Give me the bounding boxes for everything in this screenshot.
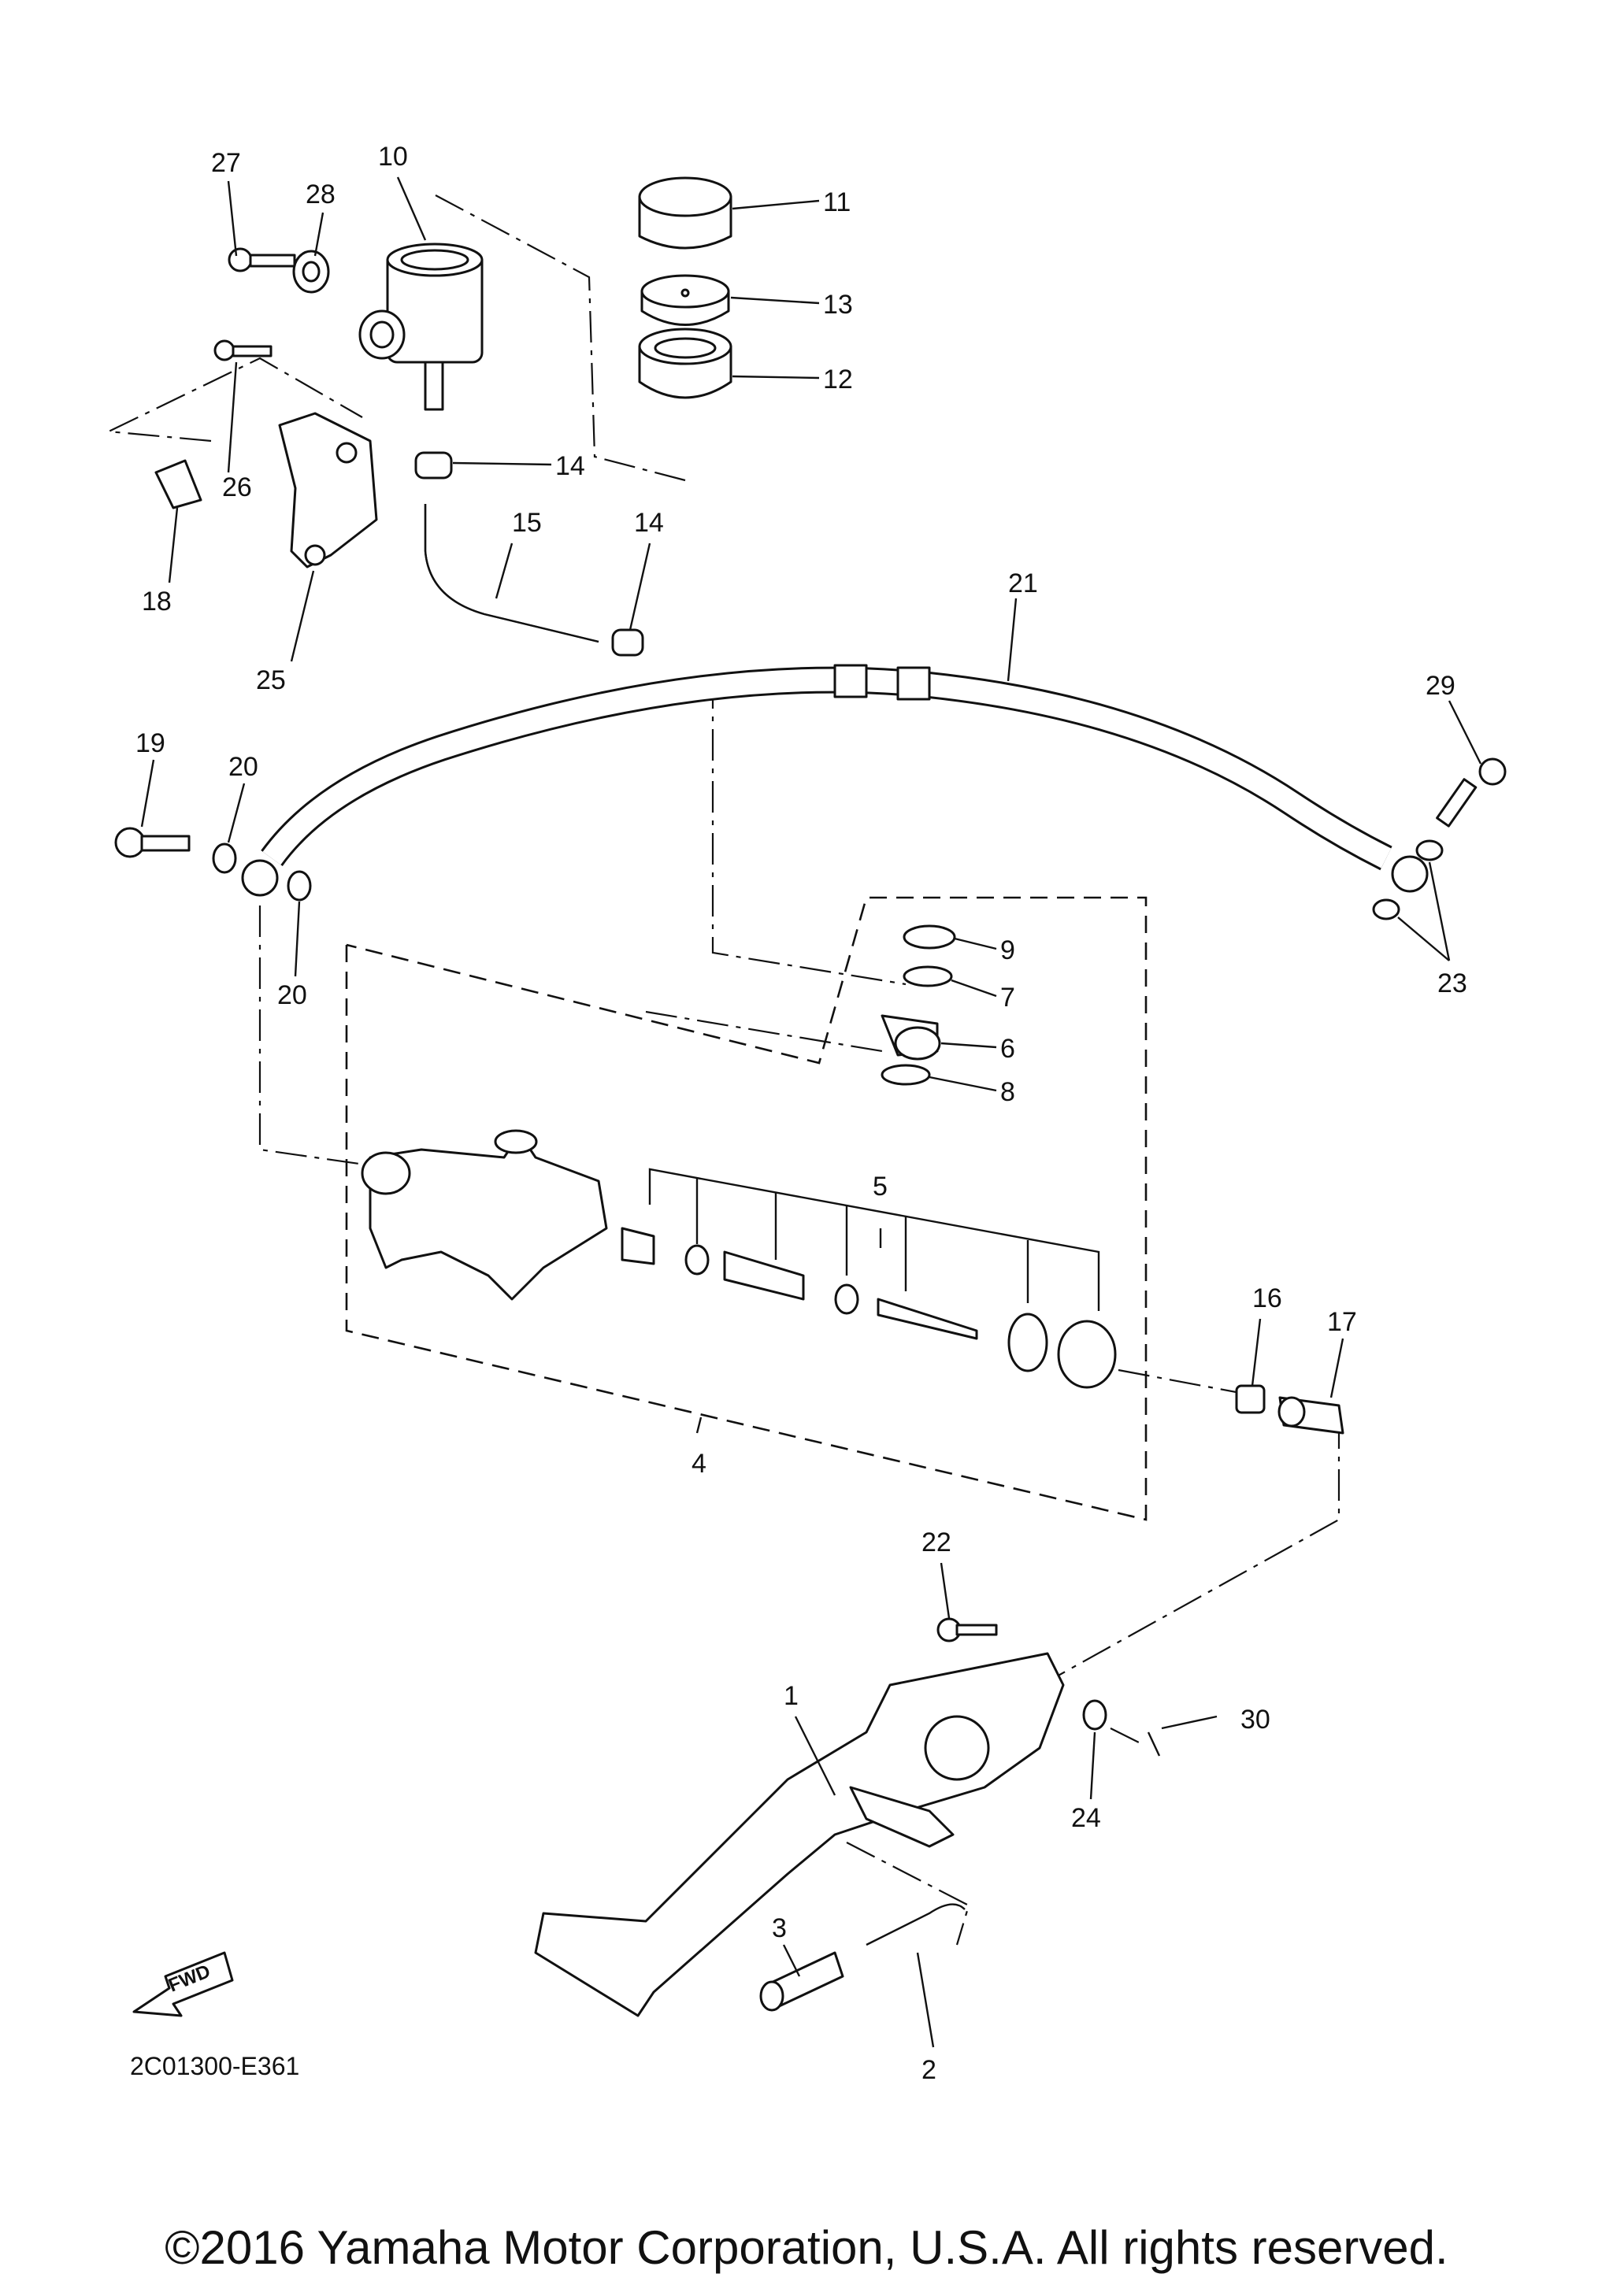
callout-25: 29 xyxy=(1426,671,1455,701)
brake-hose xyxy=(241,664,1429,897)
callout-6: 6 xyxy=(1000,1034,1015,1064)
o-ring-8 xyxy=(881,1064,931,1086)
copper-washer-26a xyxy=(1415,839,1444,861)
callout-18: 18 xyxy=(142,587,172,617)
callout-7: 7 xyxy=(1000,983,1015,1013)
callout-11: 11 xyxy=(823,187,851,217)
callout-14-upper: 14 xyxy=(555,451,585,481)
washer-23 xyxy=(1082,1699,1107,1731)
callout-1: 1 xyxy=(784,1681,799,1711)
diaphragm-plate xyxy=(640,274,730,326)
reservoir-bolt xyxy=(228,247,296,272)
callout-3: 3 xyxy=(772,1913,787,1943)
reservoir-hose xyxy=(424,504,599,643)
callout-4: 4 xyxy=(692,1449,706,1479)
piston-kit xyxy=(621,1168,1117,1389)
copper-washer-20a xyxy=(212,842,237,874)
boot-9 xyxy=(903,924,956,950)
master-cylinder-body xyxy=(361,1129,608,1301)
callout-14-lower: 14 xyxy=(634,508,664,538)
copper-washer-26b xyxy=(1372,898,1400,920)
callout-12: 12 xyxy=(823,365,853,394)
diaphragm xyxy=(638,328,732,399)
callout-20-upper: 20 xyxy=(228,752,258,782)
callout-9: 9 xyxy=(1000,935,1015,965)
callout-10: 10 xyxy=(378,142,408,172)
callout-23: 24 xyxy=(1071,1803,1101,1833)
callout-27: 25 xyxy=(256,665,286,695)
return-spring xyxy=(866,1903,966,1946)
callout-24: 30 xyxy=(1240,1705,1270,1735)
drawing-code: 2C01300-E361 xyxy=(130,2052,299,2080)
fwd-arrow-icon: FWD xyxy=(132,1951,234,2017)
callout-30: 28 xyxy=(306,180,336,209)
callout-8: 8 xyxy=(1000,1077,1015,1107)
clevis-16 xyxy=(1277,1396,1344,1435)
callout-21: 21 xyxy=(1008,568,1038,598)
assembly-outline-4 xyxy=(345,896,1148,1521)
bracket-bolt xyxy=(213,339,273,361)
callout-5: 5 xyxy=(873,1172,888,1202)
grommet xyxy=(292,250,330,294)
hose-joint xyxy=(881,1014,941,1061)
reservoir-tank xyxy=(358,243,484,411)
callout-26: 23 xyxy=(1437,968,1467,998)
reservoir-cap xyxy=(638,176,732,250)
union-bolt-25 xyxy=(1436,757,1507,828)
callout-16: 17 xyxy=(1327,1307,1357,1337)
connection-lines xyxy=(105,194,1340,1946)
callout-20-lower: 20 xyxy=(277,980,307,1010)
cotter-pin-24 xyxy=(1147,1731,1161,1757)
lock-nut-17 xyxy=(1235,1384,1266,1414)
callout-13: 13 xyxy=(823,290,853,320)
copper-washer-20b xyxy=(287,870,312,902)
callout-17: 16 xyxy=(1252,1283,1282,1313)
callout-29: 27 xyxy=(211,148,241,178)
brake-pedal xyxy=(534,1652,1065,2017)
collar xyxy=(154,459,202,509)
callout-2: 2 xyxy=(921,2055,936,2085)
leader-lines xyxy=(140,176,1482,2048)
callout-19: 19 xyxy=(135,728,165,758)
callout-15: 15 xyxy=(512,508,542,538)
callout-28: 26 xyxy=(222,472,252,502)
hose-clamp-upper xyxy=(414,451,453,480)
pin-22 xyxy=(936,1617,998,1642)
hose-clamp-lower xyxy=(611,628,644,657)
union-bolt-19 xyxy=(114,827,191,858)
reservoir-bracket xyxy=(278,412,378,568)
pedal-shaft-3 xyxy=(759,1951,844,2012)
callout-labels: 27 28 10 11 13 12 14 15 14 26 18 25 21 2… xyxy=(135,142,1467,2085)
callout-22: 22 xyxy=(921,1528,951,1557)
copyright-notice: ©2016 Yamaha Motor Corporation, U.S.A. A… xyxy=(165,2221,1448,2274)
circlip-7 xyxy=(903,965,953,987)
